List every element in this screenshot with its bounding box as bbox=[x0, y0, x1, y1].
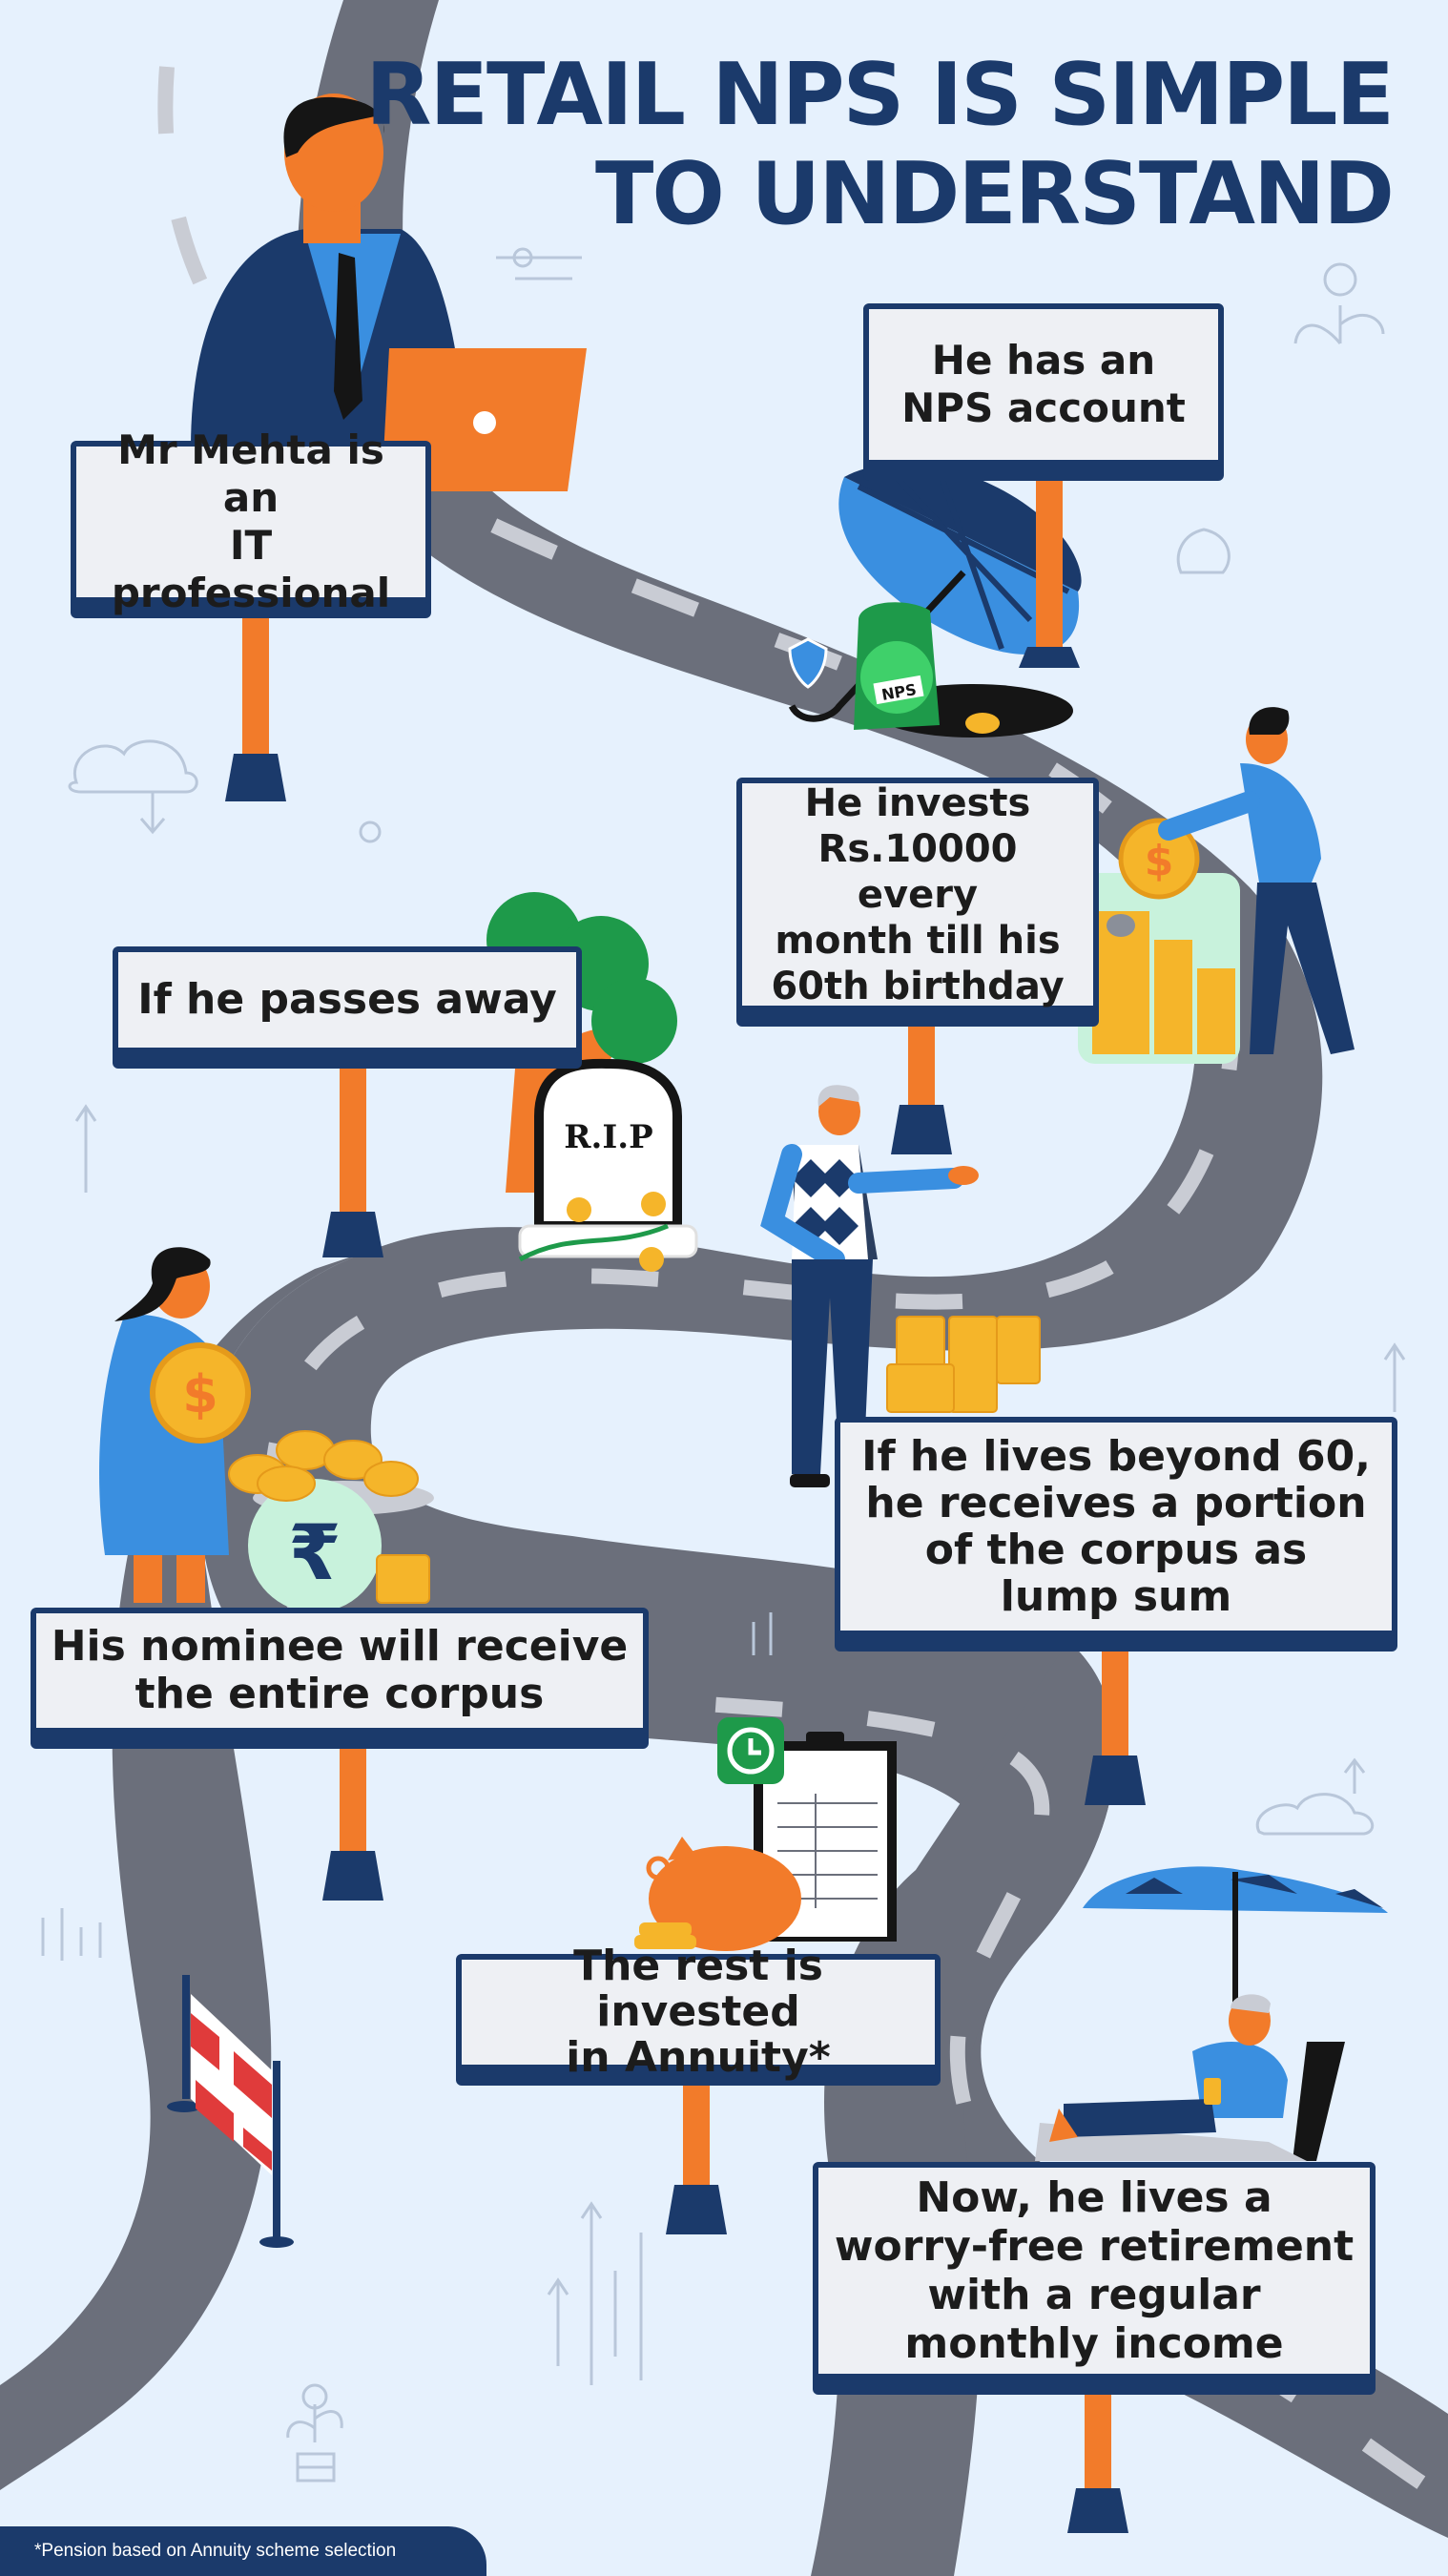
sign-line: 60th birthday bbox=[771, 964, 1065, 1008]
sign-line: He invests bbox=[804, 780, 1031, 825]
mr-mehta-illustration bbox=[191, 93, 587, 491]
sign-line: If he lives beyond 60, bbox=[861, 1432, 1371, 1481]
retired-relaxing-illustration bbox=[1035, 1866, 1388, 2161]
sign-line: with a regular bbox=[927, 2271, 1261, 2319]
title-line-1: RETAIL NPS IS SIMPLE bbox=[365, 45, 1395, 145]
sign-line: worry-free retirement bbox=[834, 2222, 1355, 2271]
rupee-symbol: ₹ bbox=[288, 1508, 341, 1597]
page-title: RETAIL NPS IS SIMPLE TO UNDERSTAND bbox=[365, 45, 1395, 244]
road-barrier-illustration bbox=[167, 1975, 294, 2248]
sign-posts bbox=[225, 472, 1146, 2533]
sign-line: in Annuity* bbox=[566, 2033, 831, 2082]
sign-line: monthly income bbox=[904, 2319, 1284, 2368]
annuity-illustration bbox=[634, 1717, 897, 1951]
sign-line: Rs.10000 every bbox=[817, 826, 1018, 917]
sign-line: lump sum bbox=[1000, 1572, 1232, 1621]
sign-line: the entire corpus bbox=[134, 1670, 545, 1718]
nominee-illustration: ₹ $ bbox=[99, 1247, 434, 1612]
nps-umbrella-illustration: NPS bbox=[788, 457, 1082, 737]
sign-line: he receives a portion bbox=[865, 1479, 1367, 1527]
sign-line: The rest is invested bbox=[573, 1942, 823, 2036]
tombstone-label: R.I.P bbox=[564, 1118, 652, 1156]
sign-line: If he passes away bbox=[137, 975, 557, 1024]
sign-line: month till his bbox=[775, 918, 1061, 963]
sign-line: Mr Mehta is an bbox=[117, 426, 384, 521]
step-sign-passes-away: If he passes away bbox=[113, 946, 582, 1053]
sign-line: of the corpus as bbox=[924, 1526, 1308, 1574]
sign-line: IT professional bbox=[111, 522, 391, 616]
dollar-coin-symbol: $ bbox=[1145, 837, 1174, 885]
sign-line: He has an bbox=[931, 337, 1156, 384]
coin-stacks-illustration bbox=[886, 1316, 1041, 1413]
step-sign-lives-beyond-60: If he lives beyond 60,he receives a port… bbox=[835, 1417, 1397, 1636]
title-line-2: TO UNDERSTAND bbox=[594, 144, 1395, 244]
sign-line: His nominee will receive bbox=[51, 1622, 629, 1671]
investor-jar-illustration: $ bbox=[1078, 707, 1355, 1064]
sign-line: NPS account bbox=[901, 384, 1186, 431]
nominee-coin-symbol: $ bbox=[182, 1364, 218, 1424]
background-doodles bbox=[41, 247, 1406, 2483]
sign-line: Now, he lives a bbox=[916, 2173, 1272, 2222]
footnote: *Pension based on Annuity scheme selecti… bbox=[0, 2526, 486, 2576]
